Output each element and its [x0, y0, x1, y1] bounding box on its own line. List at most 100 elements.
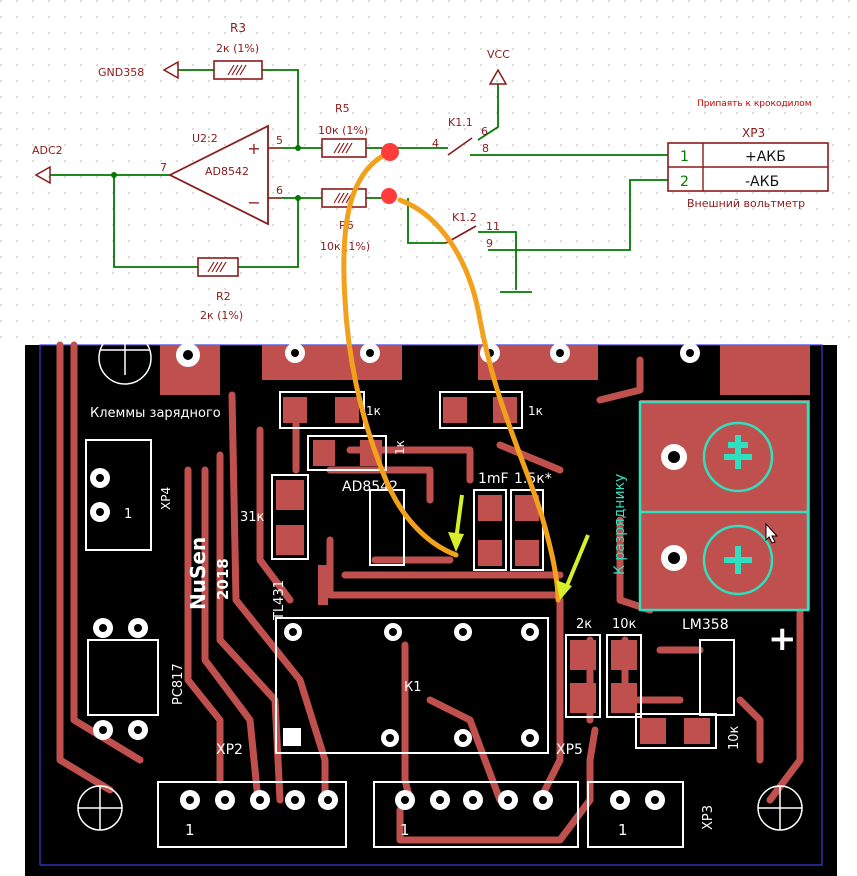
- r2k-outline: [565, 634, 601, 718]
- silk-xp4-pin1: 1: [124, 507, 132, 522]
- silk-xp5-pin1: 1: [400, 821, 410, 839]
- r3-ref: R3: [230, 21, 246, 35]
- pin5-label: 5: [276, 134, 283, 147]
- mouse-cursor-icon: [765, 522, 779, 544]
- tl431-body: [318, 565, 328, 605]
- pad-r-a2: [335, 397, 359, 423]
- r31k-outline: [271, 474, 309, 560]
- r3-value: 2к (1%): [216, 42, 259, 55]
- r5-ref: R5: [335, 102, 350, 115]
- pad-10kv-1: [640, 718, 666, 744]
- red-dot-2: [381, 188, 397, 204]
- yellow-arrow-1: [454, 494, 464, 541]
- xp3-row1-name: +АКБ: [745, 149, 786, 165]
- r2-value: 2к (1%): [200, 309, 243, 322]
- xp2-outline: [157, 781, 347, 848]
- xp3-pcb-outline: [587, 781, 684, 848]
- pad-r-b1: [443, 397, 467, 423]
- pad-31k-1: [276, 480, 304, 510]
- adc2-symbol: [34, 165, 51, 185]
- r1k-right-outline: [439, 391, 523, 429]
- silk-xp3: XP3: [701, 805, 716, 830]
- pad-c-1: [478, 495, 502, 521]
- resistor-r2: [197, 257, 239, 277]
- xp3-row1-num: 1: [680, 149, 689, 165]
- silk-xp4: XP4: [159, 487, 173, 510]
- relay-pin9: 9: [486, 237, 493, 250]
- silk-k1: К1: [404, 680, 422, 695]
- resistor-hatches: [207, 64, 353, 273]
- annotation-overlay: [341, 143, 590, 603]
- yellow-arrow-2: [564, 534, 590, 589]
- opamp-minus: −: [247, 193, 260, 212]
- pin7-label: 7: [160, 161, 167, 174]
- r10k-vert-outline: [635, 713, 717, 749]
- silk-plus: +: [768, 619, 797, 659]
- silk-ad8542: AD8542: [342, 479, 398, 495]
- silk-year: 2018: [214, 558, 232, 600]
- rk-outline: [307, 435, 387, 471]
- relay-k1-outline: [275, 617, 549, 754]
- silk-r1k-right: 1к: [528, 404, 543, 418]
- silk-nusen: NuSen: [186, 537, 210, 610]
- resistor-r6: [321, 188, 367, 208]
- adc2-label: ADC2: [32, 144, 63, 157]
- opamp-part: AD8542: [205, 165, 249, 178]
- xp5-outline: [373, 781, 579, 848]
- pc817-outline: [87, 639, 159, 716]
- pad-31k-2: [276, 525, 304, 555]
- silk-tl431: TL431: [272, 580, 287, 621]
- orange-wire-1: [341, 149, 459, 558]
- schematic-junctions: [111, 145, 301, 201]
- relay-pin4: 4: [432, 137, 439, 150]
- pcb-layout: Клеммы зарядного XP4 1 31к TL431 NuSen 2…: [25, 331, 837, 876]
- xp3-row2-name: -АКБ: [745, 174, 779, 190]
- pad-2k-2: [570, 683, 596, 713]
- c1mf-outline: [473, 489, 507, 571]
- screw-1-icon: [702, 421, 774, 493]
- mounting-holes: [77, 331, 803, 831]
- opamp-plus: +: [247, 139, 260, 158]
- pad-10k-2: [611, 683, 637, 713]
- xp3-caption: Внешний вольтметр: [687, 197, 805, 210]
- pin6-label: 6: [276, 184, 283, 197]
- solder-note: Припаять к крокодилом: [697, 99, 812, 109]
- vcc-symbol: [488, 68, 508, 85]
- pad-c-2: [478, 540, 502, 566]
- pad-top-right: [720, 345, 810, 395]
- silk-15k: 1.5к*: [514, 471, 552, 487]
- pad-r-a1: [283, 397, 307, 423]
- relay-pin6: 6: [481, 125, 488, 138]
- r15k-outline: [510, 489, 544, 571]
- schematic-wires: [50, 69, 668, 293]
- pad-2k-1: [570, 640, 596, 670]
- silk-xp3-pin1: 1: [618, 821, 628, 839]
- silk-1mf: 1mF: [478, 471, 509, 487]
- pad-10k-1: [611, 640, 637, 670]
- vcc-label: VCC: [487, 48, 510, 61]
- resistor-r5: [321, 138, 367, 158]
- ad8542-outline: [369, 489, 405, 566]
- silk-xp2-pin1: 1: [185, 821, 195, 839]
- silk-10k-vertical: 10к: [727, 725, 742, 750]
- silk-r1k-top: 1к: [366, 404, 381, 418]
- silk-2k: 2к: [576, 617, 592, 632]
- k11-label: K1.1: [448, 116, 473, 129]
- silk-k-razryadniku: К разряднику: [612, 474, 628, 575]
- k12-label: K1.2: [452, 211, 477, 224]
- r5-value: 10к (1%): [318, 124, 368, 137]
- gnd358-label: GND358: [98, 66, 144, 79]
- r2-ref: R2: [216, 290, 231, 303]
- r10k-outline: [606, 634, 642, 718]
- terminal-zone: [640, 400, 810, 610]
- gnd358-symbol: [162, 60, 179, 80]
- board-outline: [39, 344, 823, 866]
- silk-xp5: XP5: [556, 742, 583, 758]
- red-dot-1: [381, 143, 399, 161]
- pad-r15-2: [515, 540, 539, 566]
- relay-pin11: 11: [486, 220, 500, 233]
- mount-hole-top-icon: [98, 331, 152, 385]
- pad-10kv-2: [684, 718, 710, 744]
